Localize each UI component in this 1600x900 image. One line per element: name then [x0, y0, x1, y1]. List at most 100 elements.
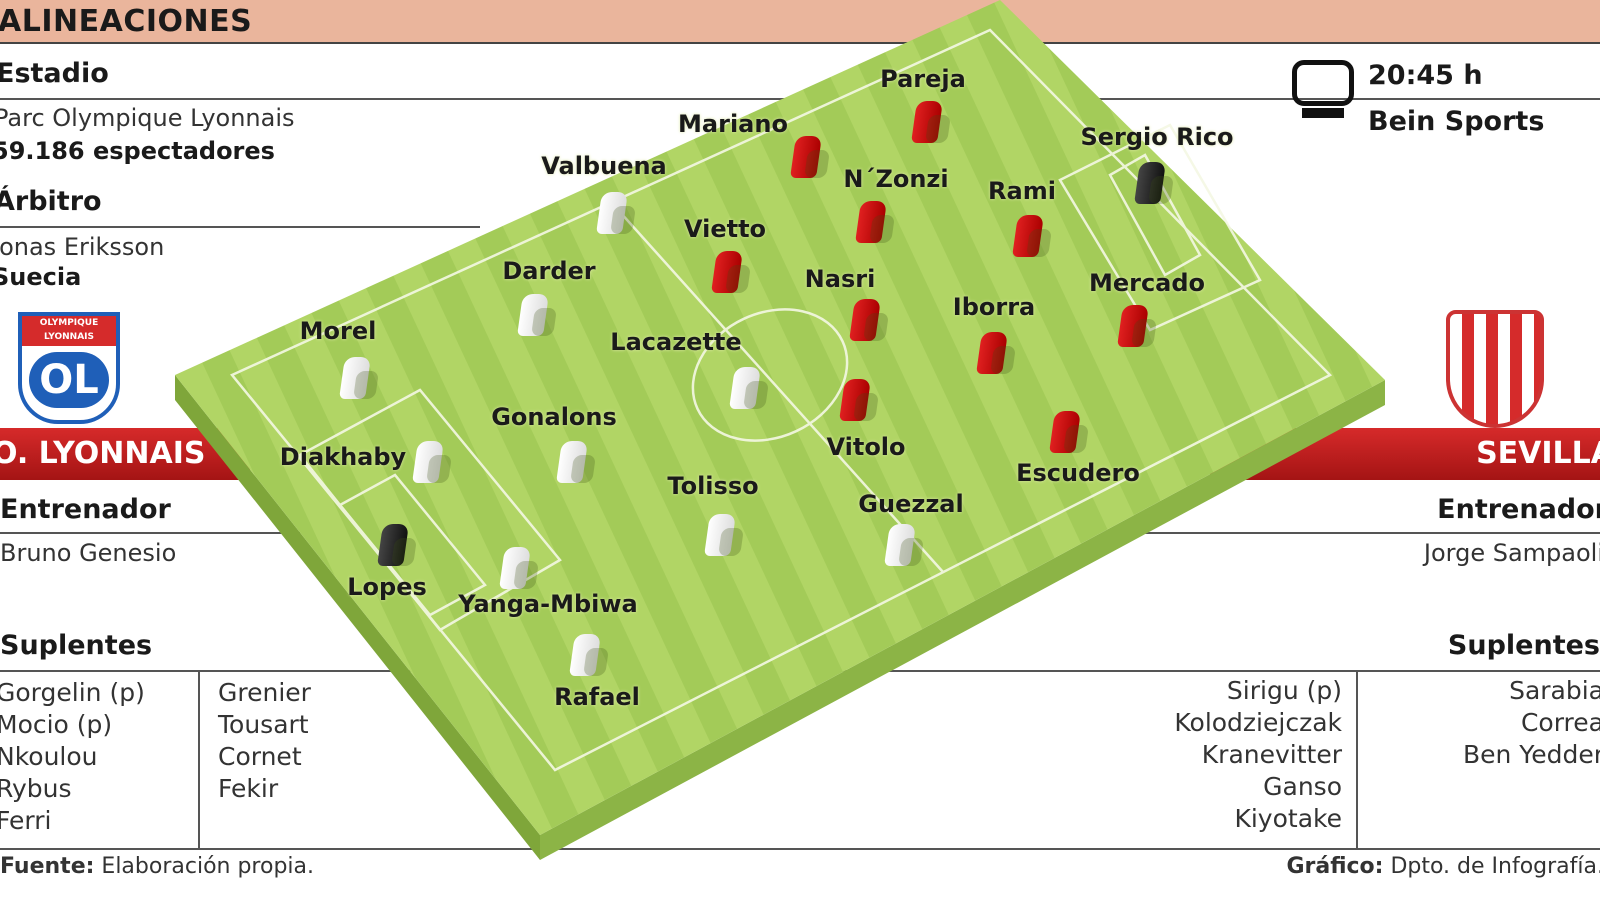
home-player-name: Lacazette: [610, 328, 742, 356]
home-player-name: Valbuena: [541, 152, 667, 180]
home-player-marker: [339, 357, 371, 399]
home-player-name: Rafael: [554, 683, 640, 711]
divider: [1110, 532, 1600, 534]
away-player-marker: [855, 201, 887, 243]
sub-player: Ben Yedder: [1462, 740, 1600, 769]
away-player-name: N´Zonzi: [843, 165, 949, 193]
graphic-label: Gráfico:: [1286, 854, 1384, 879]
home-player-name: Gonalons: [491, 403, 617, 431]
tv-icon: [1292, 60, 1354, 106]
away-player-marker: [1012, 215, 1044, 257]
home-team-bar: O. LYONNAIS: [0, 428, 250, 480]
home-player-marker: [499, 547, 531, 589]
away-player-marker: [1049, 411, 1081, 453]
sub-player: Nkoulou: [0, 742, 98, 771]
sub-player: Kolodziejczak: [1174, 708, 1342, 737]
away-player-name: Pareja: [880, 65, 966, 93]
away-player-name: Vitolo: [826, 433, 906, 461]
referee-name: Jonas Eriksson: [0, 233, 165, 261]
away-player-marker: [839, 379, 871, 421]
away-subs-heading: Suplentes: [1447, 630, 1600, 661]
divider: [198, 670, 200, 848]
away-coach-heading: Entrenador: [1437, 494, 1600, 525]
home-player-marker: [729, 367, 761, 409]
away-player-marker: [911, 101, 943, 143]
sub-player: Cornet: [218, 742, 302, 771]
sub-player: Kranevitter: [1201, 740, 1342, 769]
sub-player: Ganso: [1263, 772, 1342, 801]
away-player-name: Escudero: [1016, 459, 1140, 487]
home-player-name: Guezzal: [858, 490, 964, 518]
source-label: Fuente:: [0, 854, 95, 879]
home-player-marker: [412, 441, 444, 483]
home-player-marker: [569, 634, 601, 676]
header-band: [0, 0, 1600, 44]
divider: [0, 532, 300, 534]
sub-player: Correa: [1520, 708, 1600, 737]
divider: [0, 848, 1600, 850]
sub-player: Rybus: [0, 774, 72, 803]
away-player-name: Sergio Rico: [1080, 123, 1234, 151]
referee-heading: Árbitro: [0, 186, 102, 217]
away-team-name: SEVILLA: [1476, 436, 1600, 471]
home-player-name: Darder: [502, 257, 596, 285]
away-player-marker: [976, 332, 1008, 374]
sub-player: Fekir: [218, 774, 279, 803]
sub-player: Tousart: [218, 710, 309, 739]
away-player-marker: [1134, 162, 1166, 204]
sub-player: Sarabia: [1509, 676, 1600, 705]
sub-player: Mocio (p): [0, 710, 113, 739]
away-player-name: Rami: [988, 177, 1056, 205]
stadium-name: Parc Olympique Lyonnais: [0, 104, 295, 132]
home-player-name: Lopes: [347, 573, 427, 601]
home-player-marker: [884, 524, 916, 566]
stadium-heading: Estadio: [0, 58, 109, 89]
away-player-marker: [790, 136, 822, 178]
away-player-marker: [1117, 305, 1149, 347]
home-player-name: Diakhaby: [279, 443, 407, 471]
home-player-marker: [596, 192, 628, 234]
match-time: 20:45 h: [1368, 60, 1483, 91]
source-text: Elaboración propia.: [101, 854, 315, 879]
home-coach-heading: Entrenador: [0, 494, 171, 525]
home-player-marker: [517, 294, 549, 336]
graphic-credit: Gráfico: Dpto. de Infografía.: [1286, 854, 1600, 879]
away-player-name: Vietto: [683, 215, 767, 243]
home-player-name: Yanga-Mbiwa: [458, 590, 638, 618]
stadium-capacity: 59.186 espectadores: [0, 137, 275, 165]
sub-player: Kiyotake: [1234, 804, 1342, 833]
graphic-text: Dpto. de Infografía.: [1390, 854, 1600, 879]
home-player-name: Morel: [299, 317, 377, 345]
away-player-marker: [711, 251, 743, 293]
away-player-name: Iborra: [952, 293, 1036, 321]
home-team-name: O. LYONNAIS: [0, 436, 206, 471]
referee-country: Suecia: [0, 263, 82, 291]
home-player-marker: [704, 514, 736, 556]
page-title: ALINEACIONES: [0, 4, 253, 39]
away-player-name: Mariano: [678, 110, 788, 138]
away-player-name: Mercado: [1088, 269, 1206, 297]
home-subs-heading: Suplentes: [0, 630, 153, 661]
sub-player: Ferri: [0, 806, 52, 835]
home-coach: Bruno Genesio: [0, 539, 177, 567]
sub-player: Grenier: [218, 678, 311, 707]
home-player-marker: [377, 524, 409, 566]
source-credit: Fuente: Elaboración propia.: [0, 854, 314, 879]
divider: [0, 226, 480, 228]
sevilla-crest: [1446, 310, 1544, 428]
away-player-name: Nasri: [804, 265, 876, 293]
divider: [1356, 670, 1358, 848]
tv-stand: [1302, 108, 1344, 118]
away-player-marker: [849, 299, 881, 341]
tv-channel: Bein Sports: [1368, 106, 1545, 137]
home-player-marker: [556, 441, 588, 483]
sub-player: Sirigu (p): [1226, 676, 1342, 705]
away-coach: Jorge Sampaoli: [1423, 539, 1600, 567]
home-player-name: Tolisso: [667, 472, 759, 500]
